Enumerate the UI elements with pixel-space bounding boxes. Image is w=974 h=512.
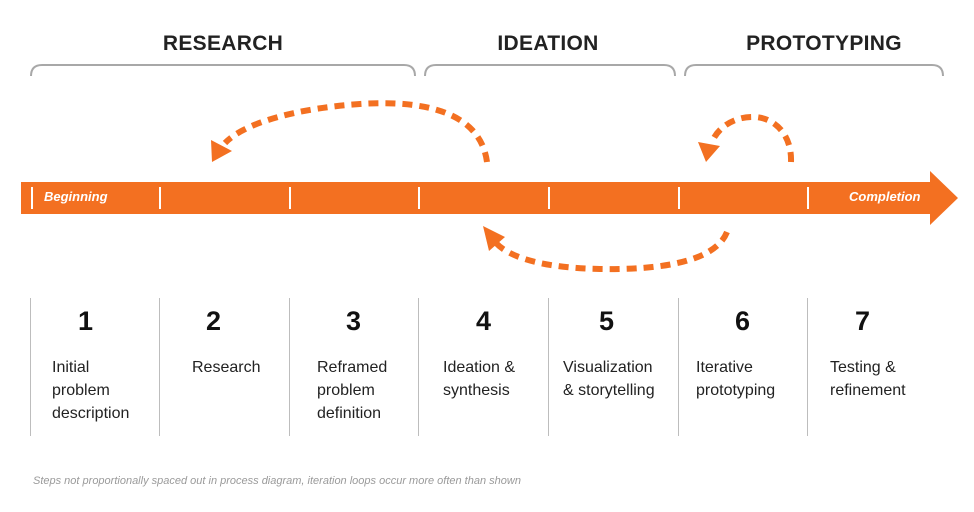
- phase-bracket-ideation: [424, 64, 676, 77]
- step-label: Initial problem description: [52, 359, 130, 422]
- step-number: 1: [78, 306, 94, 336]
- iteration-loop-ideation: [493, 230, 730, 273]
- iteration-loop-research-arrowhead: [211, 140, 232, 162]
- phase-title-prototyping: PROTOTYPING: [746, 32, 902, 55]
- step-label: Research: [192, 359, 261, 376]
- timeline-arrow: [21, 171, 958, 225]
- phase-title-ideation: IDEATION: [497, 32, 599, 55]
- iteration-loop-prototyping-arrowhead: [698, 142, 720, 162]
- diagram-graphics: [21, 64, 958, 273]
- footnote: Steps not proportionally spaced out in p…: [33, 475, 521, 487]
- step-5: 5 Visualization & storytelling: [548, 298, 678, 436]
- step-label: Testing & refinement: [830, 359, 906, 399]
- step-4: 4 Ideation & synthesis: [418, 298, 548, 436]
- step-1: 1 Initial problem description: [30, 298, 159, 436]
- phase-bracket-prototyping: [684, 64, 944, 77]
- phase-title-research: RESEARCH: [162, 32, 284, 55]
- iteration-loop-research: [222, 100, 490, 163]
- step-7: 7 Testing & refinement: [807, 298, 937, 436]
- step-number: 4: [476, 306, 492, 336]
- step-6: 6 Iterative prototyping: [678, 298, 808, 436]
- step-3: 3 Reframed problem definition: [289, 298, 419, 436]
- label-beginning: Beginning: [44, 189, 108, 204]
- phase-bracket-research: [30, 64, 416, 77]
- step-label: Ideation & synthesis: [443, 359, 516, 399]
- step-number: 6: [735, 306, 751, 336]
- step-number: 7: [855, 306, 871, 336]
- step-number: 2: [206, 306, 222, 336]
- step-label: Reframed problem definition: [317, 359, 388, 422]
- step-number: 5: [599, 306, 615, 336]
- step-label: Iterative prototyping: [696, 359, 776, 399]
- step-2: 2 Research: [159, 298, 289, 436]
- iteration-loop-prototyping: [709, 113, 795, 163]
- step-number: 3: [346, 306, 362, 336]
- label-completion: Completion: [849, 189, 921, 204]
- step-label: Visualization & storytelling: [563, 359, 655, 399]
- iteration-loop-ideation-arrowhead: [483, 226, 505, 251]
